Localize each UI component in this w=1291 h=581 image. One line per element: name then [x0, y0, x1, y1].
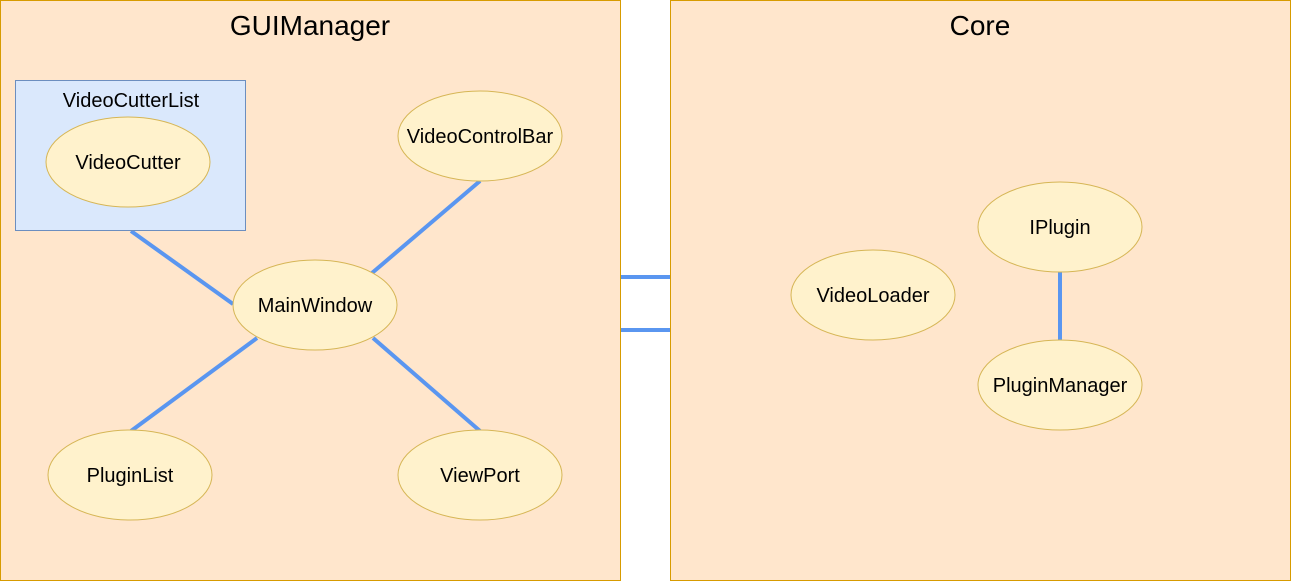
video-cutter-list-group: VideoCutterList VideoCutter — [15, 80, 246, 231]
gui-manager-title: GUIManager — [230, 10, 390, 41]
video-cutter-node — [45, 116, 211, 208]
main-window-label: MainWindow — [258, 295, 373, 317]
video-control-bar-label: VideoControlBar — [407, 126, 554, 148]
view-port-node — [397, 429, 563, 521]
edge-videocontrolbar-mainwindow — [370, 179, 482, 275]
video-control-bar-node-group: VideoControlBar — [397, 90, 563, 182]
video-loader-node — [790, 249, 956, 341]
main-window-node-group: MainWindow — [232, 259, 398, 351]
video-control-bar-node — [397, 90, 563, 182]
plugin-list-label: PluginList — [87, 465, 174, 487]
view-port-label: ViewPort — [440, 465, 520, 487]
view-port-node-group: ViewPort — [397, 429, 563, 521]
edge-mainwindow-pluginlist — [129, 336, 259, 433]
plugin-manager-node-group: PluginManager — [977, 339, 1143, 431]
plugin-manager-node — [977, 339, 1143, 431]
video-loader-node-group: VideoLoader — [790, 249, 956, 341]
iplugin-node — [977, 181, 1143, 273]
main-window-node — [232, 259, 398, 351]
plugin-list-node-group: PluginList — [47, 429, 213, 521]
iplugin-label: IPlugin — [1029, 217, 1090, 239]
edge-videocutterlist-mainwindow — [129, 229, 235, 306]
video-cutter-label: VideoCutter — [75, 152, 181, 174]
iplugin-node-group: IPlugin — [977, 181, 1143, 273]
core-container: Core — [670, 0, 1291, 581]
video-cutter-list-title: VideoCutterList — [63, 90, 200, 112]
gui-core-connector — [621, 275, 670, 332]
edge-mainwindow-viewport — [371, 336, 482, 433]
core-box — [670, 0, 1291, 581]
core-title: Core — [950, 10, 1011, 41]
video-loader-label: VideoLoader — [816, 285, 929, 307]
plugin-manager-label: PluginManager — [993, 375, 1128, 397]
plugin-list-node — [47, 429, 213, 521]
